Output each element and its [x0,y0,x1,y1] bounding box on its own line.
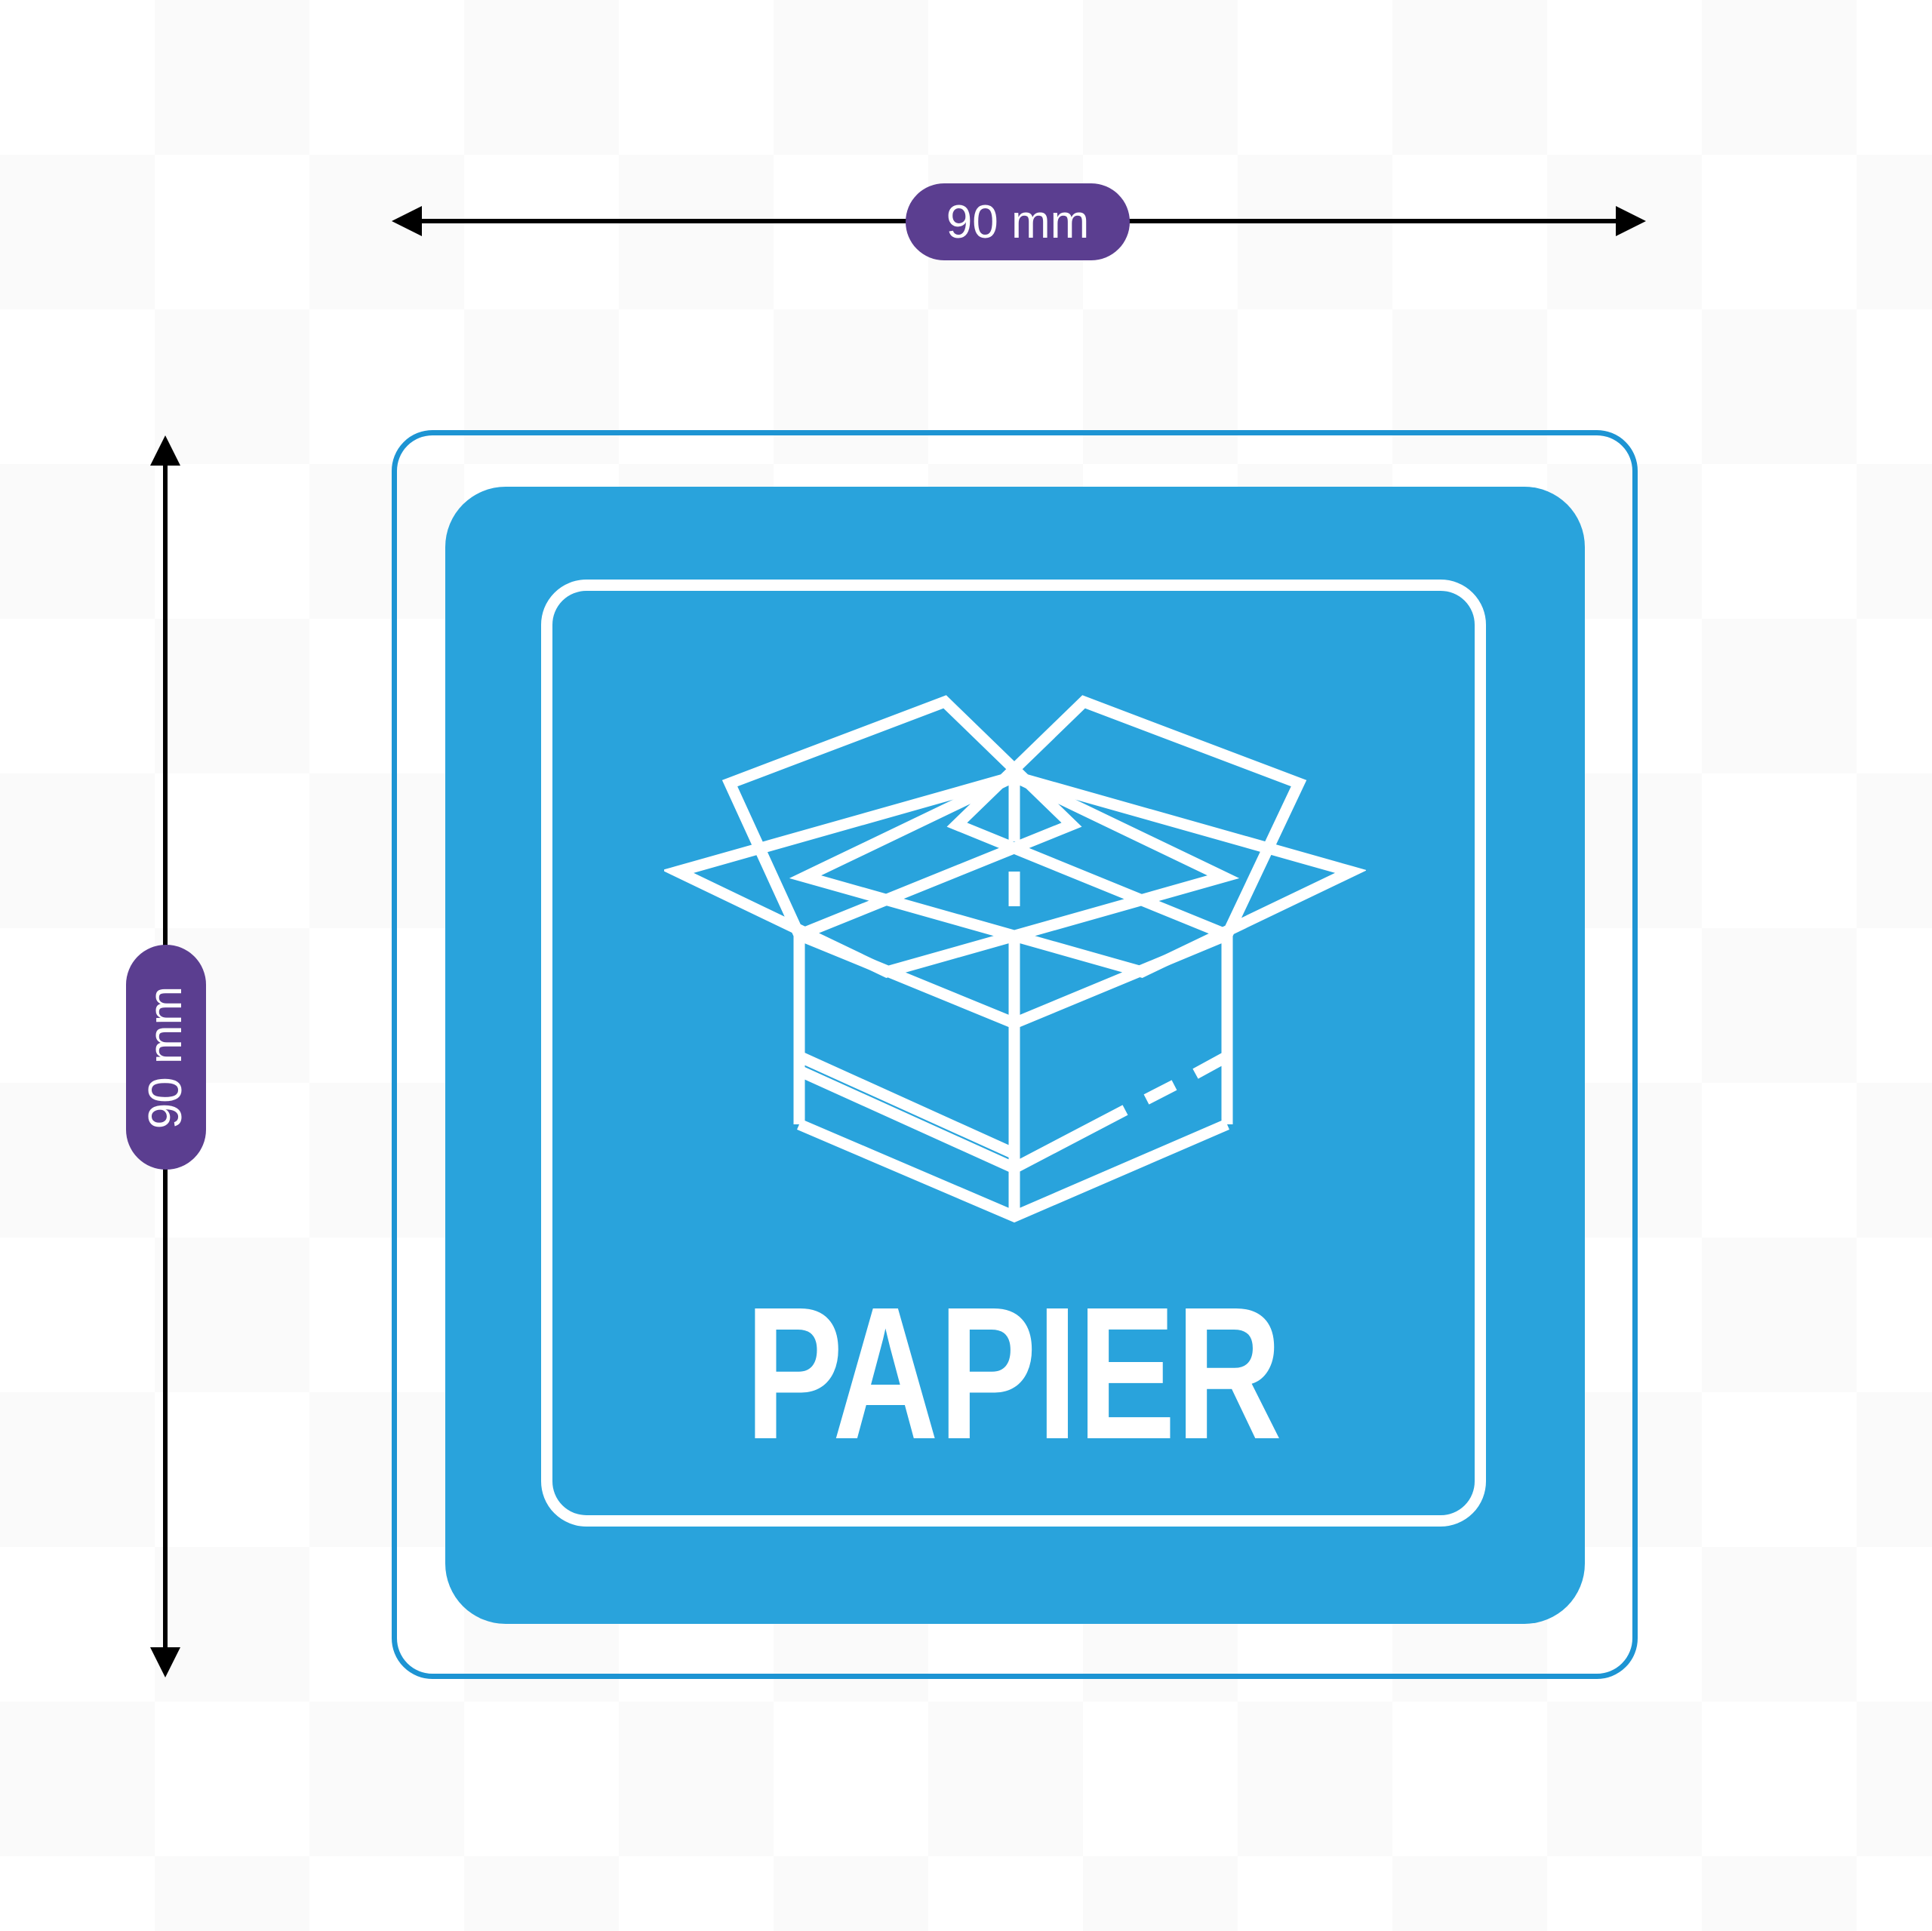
width-dimension-badge: 90 mm [906,183,1130,260]
height-dimension-badge: 90 mm [126,945,206,1170]
height-arrowhead-top-icon [150,435,180,466]
sticker-outer-outline [392,430,1638,1679]
sticker-caption: PAPIER [745,1268,1282,1478]
sticker-inner-border [541,580,1486,1527]
width-arrowhead-left-icon [392,206,422,236]
width-dimension-value: 90 mm [946,195,1090,248]
width-arrowhead-right-icon [1616,206,1646,236]
sticker-caption-row: PAPIER [541,1279,1486,1468]
height-dimension-value: 90 mm [140,985,192,1129]
height-arrowhead-bottom-icon [150,1647,180,1677]
open-cardboard-box-icon [664,695,1366,1223]
